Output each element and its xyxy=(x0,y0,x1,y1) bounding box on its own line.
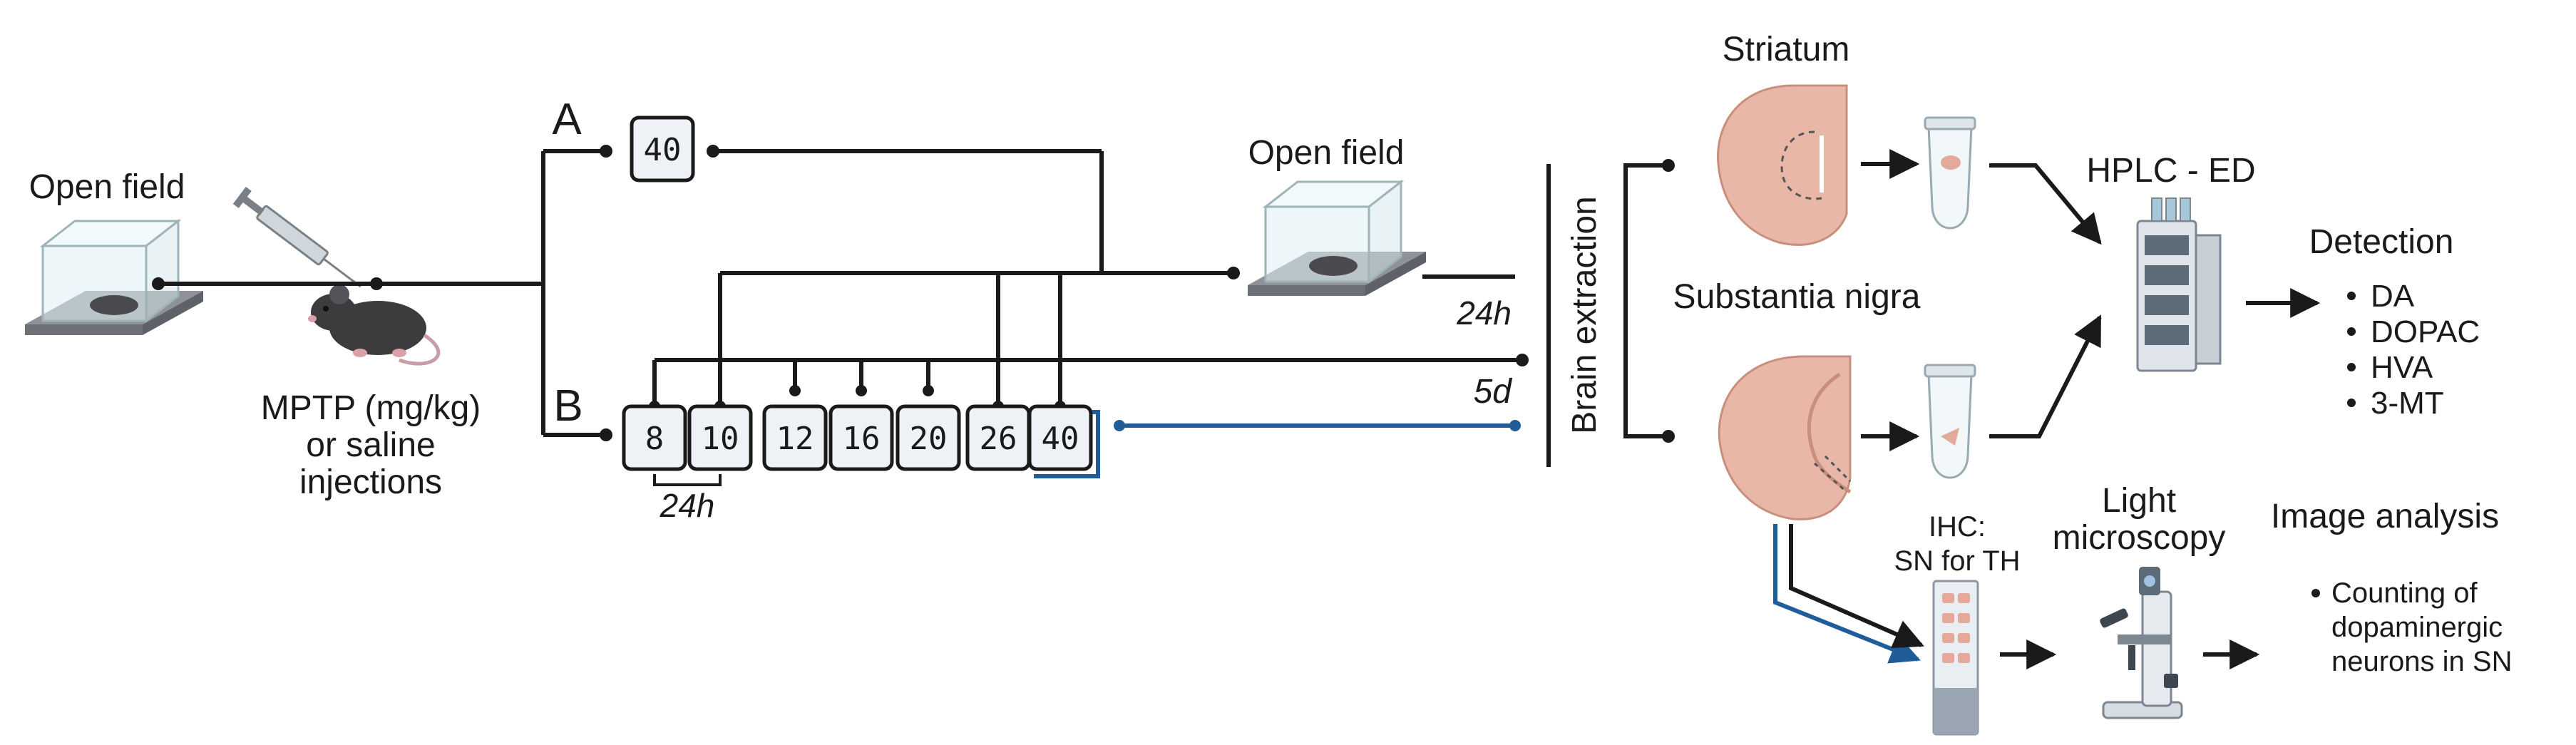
counting-line2: dopaminergic xyxy=(2331,612,2503,643)
image-analysis-label: Image analysis xyxy=(2271,498,2499,535)
dose-box-b-16: 16 xyxy=(828,404,894,471)
detection-item: DA xyxy=(2371,279,2415,314)
mptp-label-line3: injections xyxy=(299,463,442,501)
open-field-box-icon xyxy=(25,218,203,335)
svg-text:10: 10 xyxy=(702,421,739,457)
striatum-label: Striatum xyxy=(1723,31,1850,68)
open-field-box-icon xyxy=(1248,179,1426,296)
bracket-24h xyxy=(653,474,722,486)
mouse-icon xyxy=(308,284,441,366)
svg-text:8: 8 xyxy=(645,421,664,457)
dose-box-b-26: 26 xyxy=(965,404,1031,471)
interval-24h-bottom: 24h xyxy=(660,487,715,524)
arrow-to-hplc-top xyxy=(1989,163,2102,245)
interval-5d: 5d xyxy=(1474,373,1513,411)
light-microscopy-line1: Light xyxy=(2102,482,2176,520)
counting-line3: neurons in SN xyxy=(2331,646,2512,677)
blue-5d-path xyxy=(1034,410,1515,478)
detection-item: DOPAC xyxy=(2371,314,2480,349)
arrow-black-to-ihc xyxy=(1789,524,1924,649)
tube-icon xyxy=(1924,364,1976,479)
light-microscopy-line2: microscopy xyxy=(2053,519,2226,557)
slide-icon xyxy=(1932,580,1979,736)
dose-box-b-12: 12 xyxy=(762,404,828,471)
mptp-label-line1: MPTP (mg/kg) xyxy=(261,389,481,427)
dose-box-b-20: 20 xyxy=(896,404,961,471)
brain-coronal-icon xyxy=(1718,355,1852,520)
dose-box-b-8: 8 xyxy=(622,404,687,471)
detection-list: DA DOPAC HVA 3-MT xyxy=(2347,279,2480,421)
counting-line1: Counting of xyxy=(2331,577,2478,609)
syringe-icon xyxy=(232,187,361,288)
open-field-mid-label: Open field xyxy=(1248,134,1405,172)
open-field-left-label: Open field xyxy=(29,168,185,206)
dose-box-b-40: 40 xyxy=(1027,404,1093,471)
detection-label: Detection xyxy=(2309,223,2454,261)
bullet-icon xyxy=(2311,589,2320,597)
extraction-bracket xyxy=(1623,163,1668,438)
arrow-to-hplc-bottom xyxy=(1989,314,2102,438)
interval-24h-top: 24h xyxy=(1456,294,1512,332)
svg-text:40: 40 xyxy=(1042,421,1079,457)
hplc-label: HPLC - ED xyxy=(2086,152,2255,190)
arrow-blue-to-ihc xyxy=(1773,524,1921,664)
group-a-label: A xyxy=(552,95,582,144)
group-b-label: B xyxy=(553,381,583,431)
dose-box-group-a: 40 xyxy=(630,115,695,183)
tube-icon xyxy=(1924,116,1976,230)
ihc-label-line2: SN for TH xyxy=(1894,545,2020,577)
detection-item: 3-MT xyxy=(2371,386,2444,421)
brain-coronal-icon xyxy=(1717,84,1848,246)
microscope-icon xyxy=(2100,567,2183,719)
substantia-nigra-label: Substantia nigra xyxy=(1673,278,1921,316)
dose-box-b-10: 10 xyxy=(687,404,753,471)
timeline-main xyxy=(158,149,606,437)
svg-text:20: 20 xyxy=(910,421,948,457)
hplc-instrument-icon xyxy=(2136,197,2222,372)
brain-extraction-label: Brain extraction xyxy=(1566,196,1603,434)
svg-text:26: 26 xyxy=(980,421,1017,457)
ihc-label-line1: IHC: xyxy=(1929,511,1986,543)
detection-item: HVA xyxy=(2371,350,2433,385)
svg-text:12: 12 xyxy=(776,421,814,457)
timeline-connectors xyxy=(652,149,1522,406)
svg-text:16: 16 xyxy=(843,421,881,457)
svg-text:40: 40 xyxy=(644,132,682,168)
mptp-label-line2: or saline xyxy=(306,426,435,464)
